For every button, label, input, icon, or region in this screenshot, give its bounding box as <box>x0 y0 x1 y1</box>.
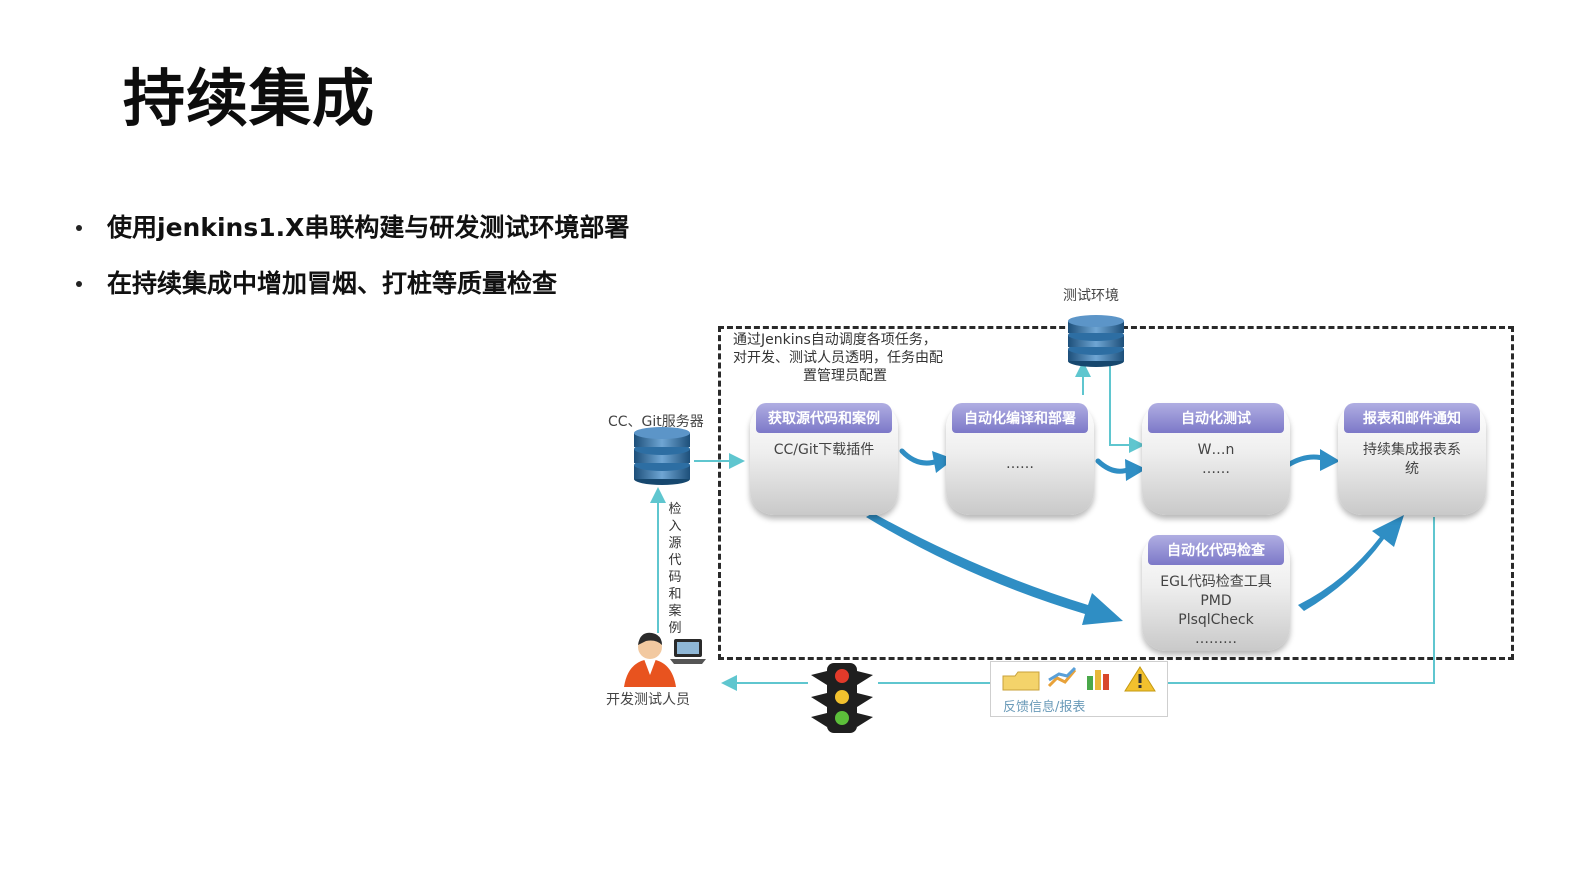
warning-icon <box>1124 666 1156 692</box>
checkin-char: 代 <box>668 553 682 568</box>
box-line: ……… <box>1195 631 1237 647</box>
build-deploy-box: 自动化编译和部署 …… <box>946 403 1094 515</box>
box-line: 持续集成报表系 <box>1363 442 1461 458</box>
checkin-char: 检 <box>668 502 682 517</box>
auto-test-box: 自动化测试 W…n …… <box>1142 403 1290 515</box>
checkin-char: 和 <box>668 587 682 602</box>
feedback-label: 反馈信息/报表 <box>1003 700 1086 715</box>
bullet-item: 使用jenkins1.X串联构建与研发测试环境部署 <box>70 200 629 256</box>
box-line: …… <box>1202 461 1230 477</box>
box-line: W…n <box>1197 442 1235 458</box>
checkin-char: 案 <box>668 604 682 619</box>
bullet-item: 在持续集成中增加冒烟、打桩等质量检查 <box>70 256 629 312</box>
feedback-line <box>1166 517 1435 684</box>
check-to-report-arrow <box>1298 515 1404 611</box>
box-title: 自动化代码检查 <box>1148 535 1284 565</box>
box-line: PlsqlCheck <box>1178 612 1254 628</box>
bullet-dot-icon <box>76 281 82 287</box>
test-env-to-test-line <box>1109 363 1145 453</box>
scm-db-icon <box>634 427 690 485</box>
laptop-icon <box>670 639 706 664</box>
bullet-text: 在持续集成中增加冒烟、打桩等质量检查 <box>107 269 558 298</box>
box-title: 报表和邮件通知 <box>1344 403 1480 433</box>
test-env-label: 测试环境 <box>1063 288 1119 304</box>
feedback-panel: 反馈信息/报表 <box>990 661 1168 717</box>
box-body: W…n …… <box>1148 441 1284 479</box>
checkin-char: 码 <box>668 570 682 585</box>
note-line: 置管理员配置 <box>803 368 887 384</box>
box-body: EGL代码检查工具 PMD PlsqlCheck ……… <box>1148 573 1284 649</box>
checkin-vertical-label: 检 入 源 代 码 和 案 例 <box>666 501 684 637</box>
box-title: 自动化编译和部署 <box>952 403 1088 433</box>
fetch-source-box: 获取源代码和案例 CC/Git下载插件 <box>750 403 898 515</box>
box-body: 持续集成报表系 统 <box>1344 441 1480 479</box>
fetch-to-check-arrow <box>866 513 1123 625</box>
box-line: PMD <box>1200 593 1232 609</box>
bar-chart-icon <box>1087 670 1109 690</box>
box-line: …… <box>1006 456 1034 472</box>
box-body: …… <box>952 441 1088 474</box>
code-check-box: 自动化代码检查 EGL代码检查工具 PMD PlsqlCheck ……… <box>1142 535 1290 651</box>
page-title: 持续集成 <box>123 62 376 135</box>
test-to-report-arrowhead <box>1320 449 1340 471</box>
report-mail-box: 报表和邮件通知 持续集成报表系 统 <box>1338 403 1486 515</box>
fetch-to-build-arrowhead <box>932 451 954 473</box>
build-to-test-arrowhead <box>1125 459 1146 481</box>
developer-person-icon <box>624 632 676 687</box>
scm-server-label: CC、Git服务器 <box>608 414 704 430</box>
note-line: 对开发、测试人员透明，任务由配 <box>733 350 943 366</box>
ci-diagram: 测试环境 CC、Git服务器 通过Jenkins自动调度各项任务， 对开发、测试… <box>598 283 1528 743</box>
chart-lines-icon <box>1047 666 1077 688</box>
box-title: 自动化测试 <box>1148 403 1284 433</box>
checkin-char: 源 <box>668 536 682 551</box>
jenkins-note: 通过Jenkins自动调度各项任务， 对开发、测试人员透明，任务由配 置管理员配… <box>733 331 943 385</box>
diagram-connectors <box>624 315 1435 733</box>
box-line: 统 <box>1405 461 1419 477</box>
developer-label: 开发测试人员 <box>606 692 690 708</box>
traffic-light-icon <box>811 663 873 733</box>
box-title: 获取源代码和案例 <box>756 403 892 433</box>
bullet-list: 使用jenkins1.X串联构建与研发测试环境部署 在持续集成中增加冒烟、打桩等… <box>70 200 629 312</box>
test-env-db-icon <box>1068 315 1124 367</box>
bullet-text: 使用jenkins1.X串联构建与研发测试环境部署 <box>107 213 630 242</box>
report-folder-icon <box>1002 671 1040 691</box>
checkin-char: 例 <box>668 621 682 636</box>
box-line: EGL代码检查工具 <box>1160 574 1272 590</box>
note-line: 通过Jenkins自动调度各项任务， <box>733 332 937 348</box>
box-line: CC/Git下载插件 <box>773 442 875 458</box>
checkin-char: 入 <box>668 519 682 534</box>
bullet-dot-icon <box>76 225 82 231</box>
box-body: CC/Git下载插件 <box>756 441 892 460</box>
